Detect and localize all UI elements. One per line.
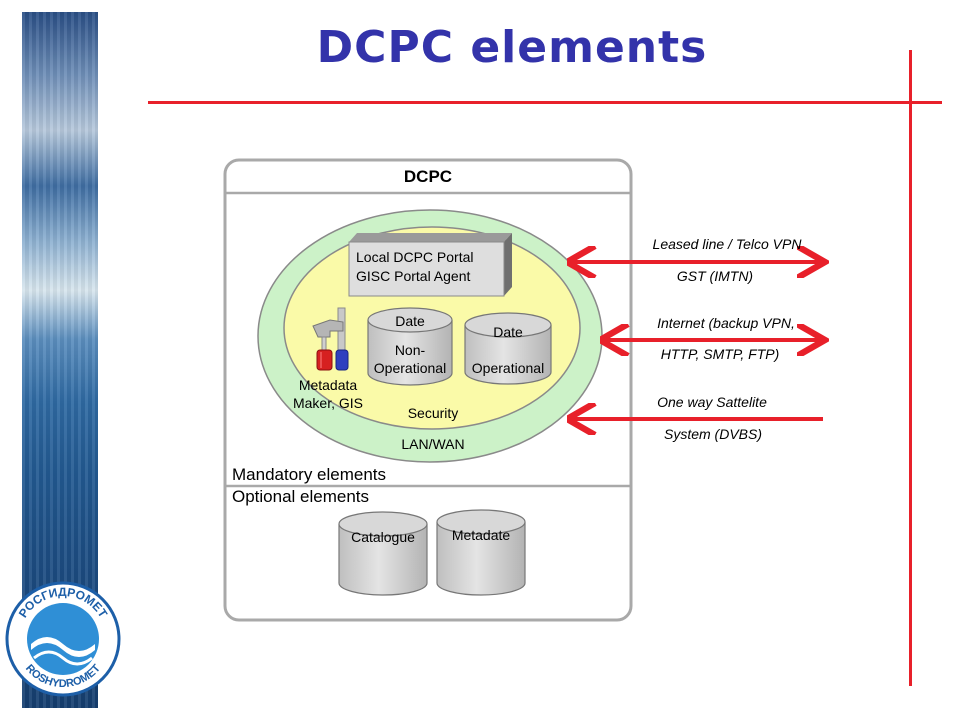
- non-operational-db-line1: Date: [395, 313, 425, 329]
- lan-wan-label: LAN/WAN: [401, 436, 464, 452]
- metadata-tool-line1: Metadata: [299, 377, 358, 393]
- non-operational-db: Date Non- Operational: [367, 307, 453, 386]
- local-portal-box: Local DCPC Portal GISC Portal Agent: [348, 233, 512, 297]
- operational-db: Date Operational: [464, 312, 552, 385]
- metadata-tool-line2: Maker, GIS: [293, 395, 363, 411]
- connection-internet-line1: Internet (backup VPN,: [657, 315, 795, 331]
- connection-leased-line: Leased line / Telco VPN GST (IMTN): [571, 236, 821, 284]
- connection-satellite: One way Sattelite System (DVBS): [571, 394, 823, 442]
- connection-satellite-line2: System (DVBS): [664, 426, 762, 442]
- slide-title: DCPC elements: [316, 22, 708, 73]
- metadate-label: Metadate: [452, 527, 511, 543]
- non-operational-db-line3: Operational: [374, 360, 446, 376]
- portal-line1: Local DCPC Portal: [356, 249, 474, 265]
- connection-internet-line2: HTTP, SMTP, FTP): [661, 346, 780, 362]
- operational-db-line1: Date: [493, 324, 523, 340]
- security-label: Security: [408, 405, 459, 421]
- title-underline: [148, 101, 942, 104]
- connection-internet: Internet (backup VPN, HTTP, SMTP, FTP): [604, 315, 821, 362]
- connection-satellite-line1: One way Sattelite: [657, 394, 767, 410]
- non-operational-db-line2: Non-: [395, 342, 426, 358]
- catalogue-label: Catalogue: [351, 529, 415, 545]
- catalogue-db: Catalogue: [338, 511, 428, 596]
- portal-line2: GISC Portal Agent: [356, 268, 471, 284]
- vertical-divider: [909, 50, 912, 686]
- roshydromet-logo: РОСГИДРОМЕТ ROSHYDROMET: [5, 581, 121, 697]
- tools-icon: [312, 307, 349, 371]
- connection-leased-line-line1: Leased line / Telco VPN: [653, 236, 803, 252]
- metadate-db: Metadate: [436, 509, 526, 596]
- connection-leased-line-line2: GST (IMTN): [677, 268, 753, 284]
- dcpc-box-title: DCPC: [404, 167, 452, 186]
- optional-elements-label: Optional elements: [232, 487, 369, 506]
- operational-db-line2: Operational: [472, 360, 544, 376]
- mandatory-elements-label: Mandatory elements: [232, 465, 386, 484]
